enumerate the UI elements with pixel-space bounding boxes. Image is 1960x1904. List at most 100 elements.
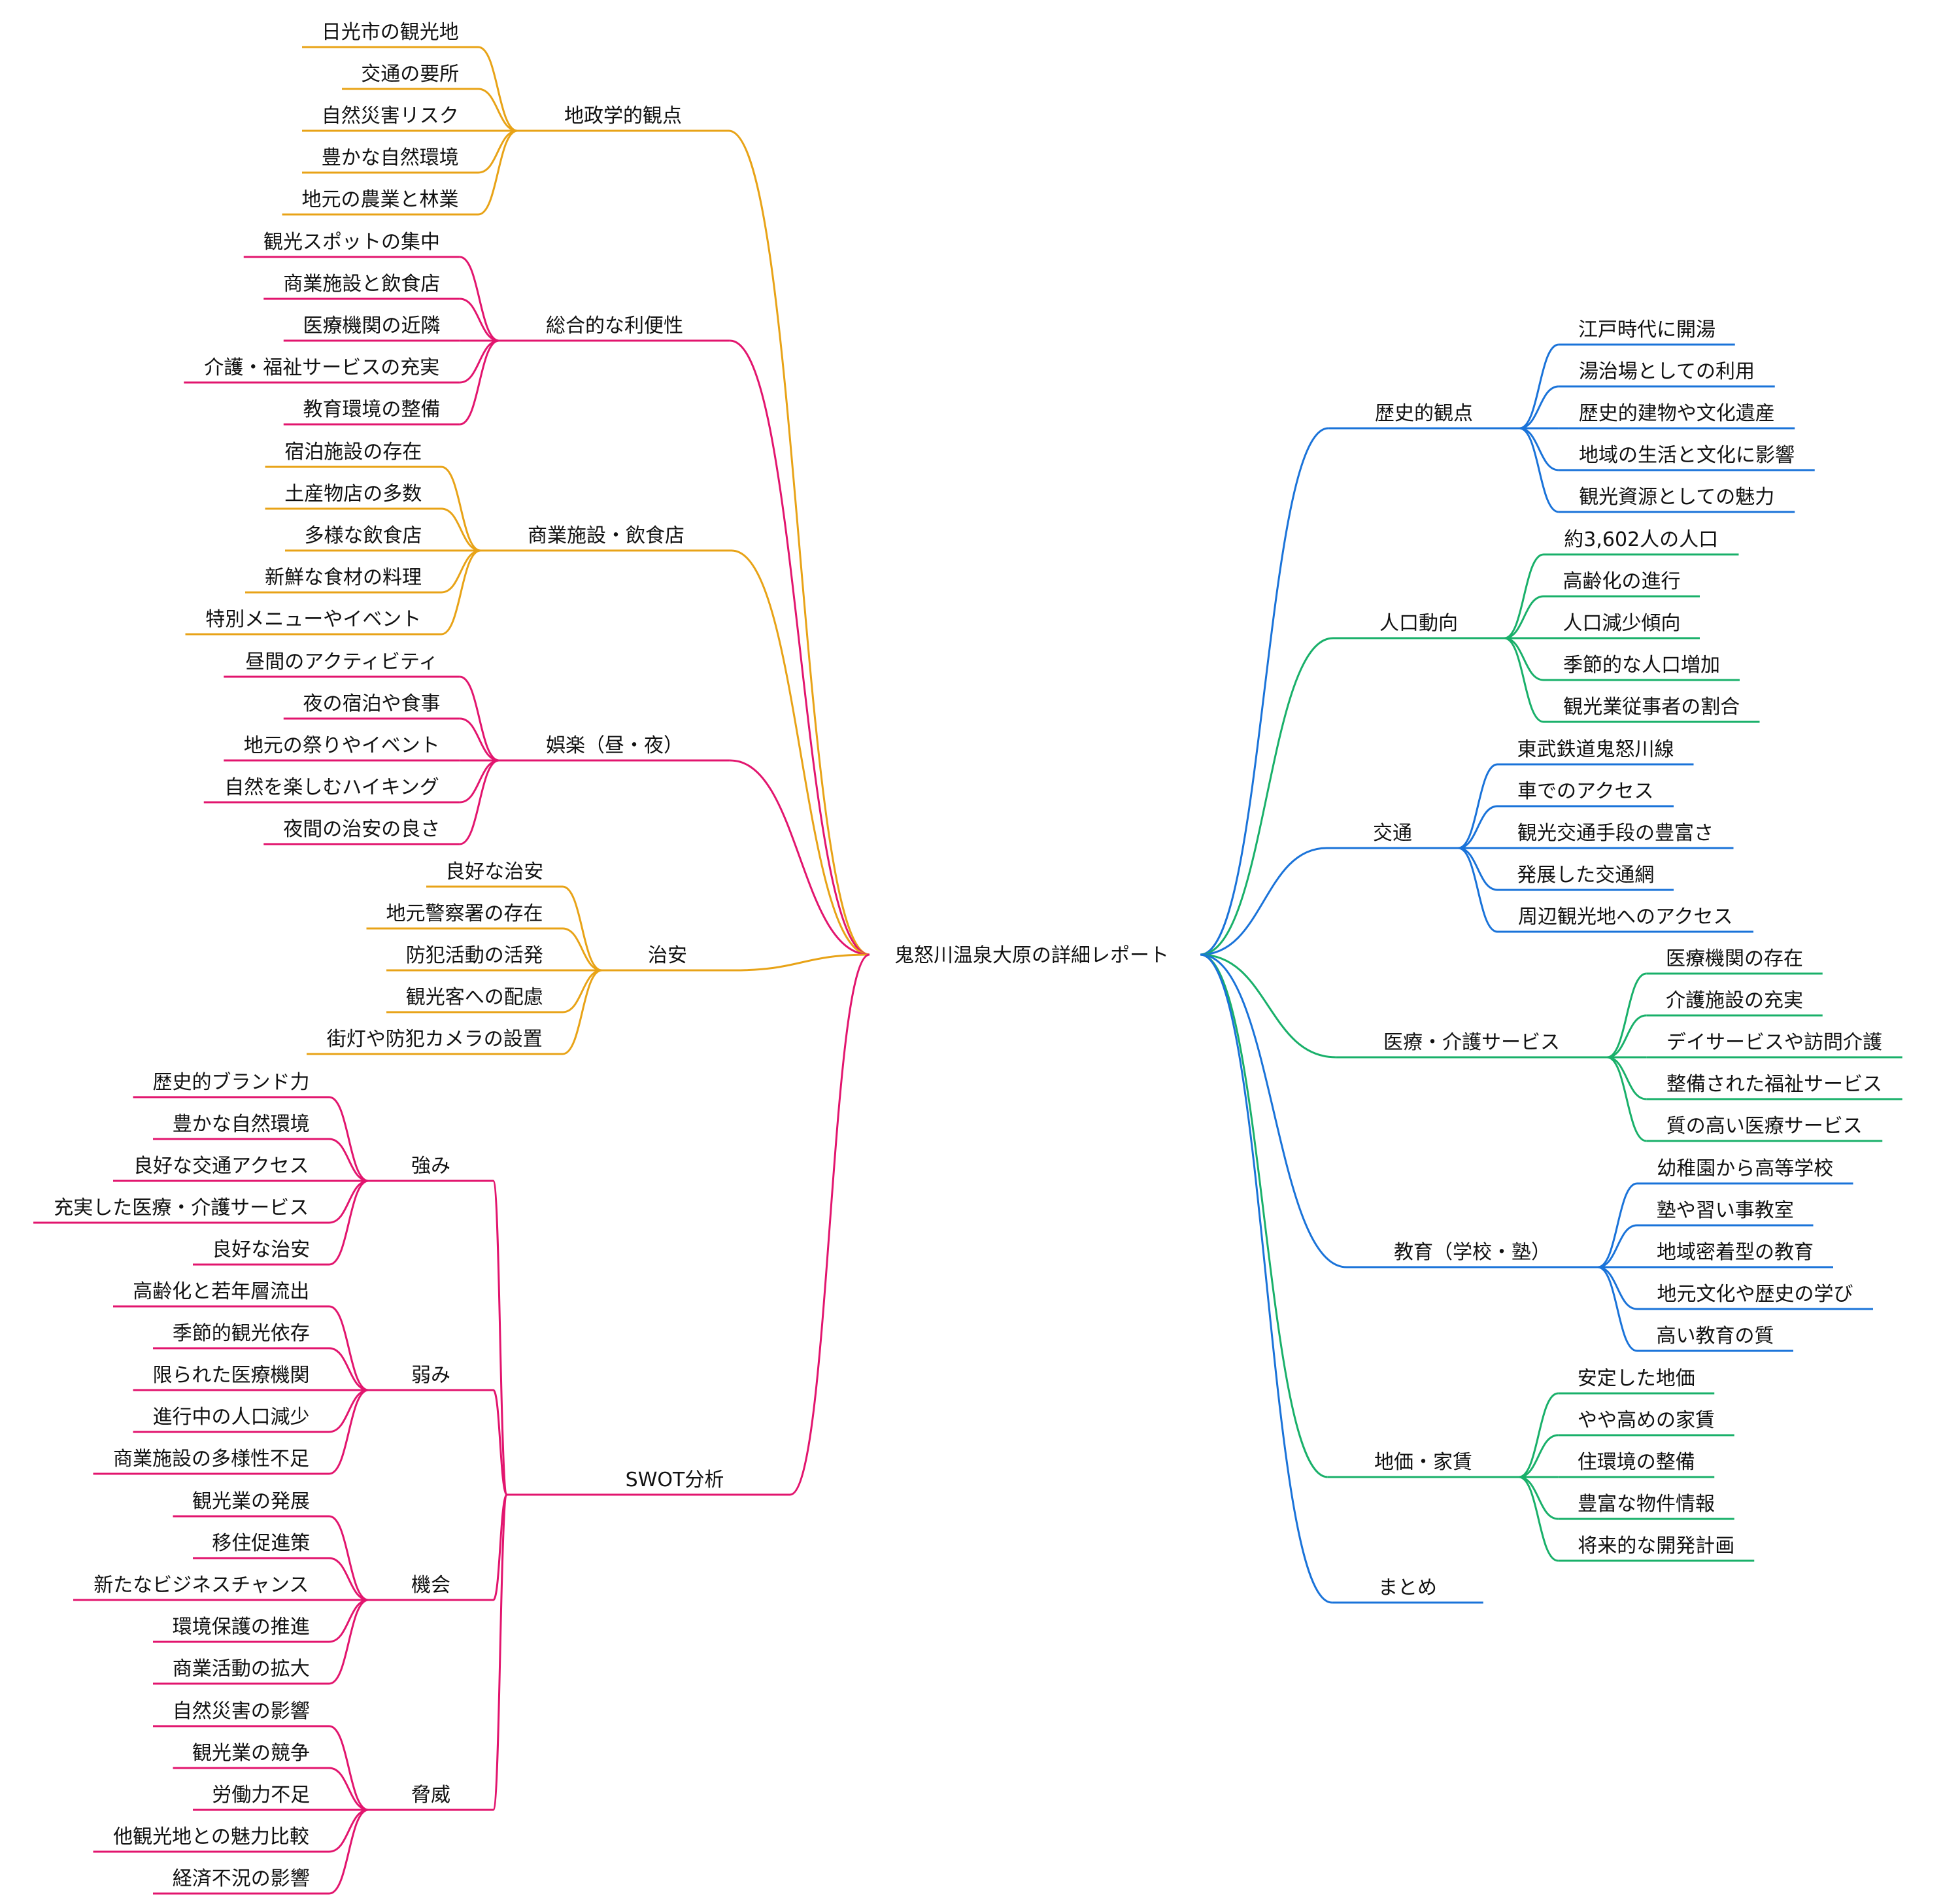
leaf-label: 良好な治安 <box>212 1238 310 1261</box>
leaf-label: 夜間の治安の良さ <box>283 818 440 841</box>
leaf-connector <box>329 1599 369 1643</box>
leaf-connector <box>1519 427 1559 471</box>
leaf-label: 経済不況の影響 <box>173 1867 310 1890</box>
leaf-connector <box>1518 1392 1559 1478</box>
leaf-label: 防犯活動の活発 <box>406 944 543 967</box>
leaf-connector <box>459 675 499 762</box>
leaf-label: 特別メニューやイベント <box>205 608 421 631</box>
leaf-connector <box>1606 1056 1647 1142</box>
leaf-label: 交通の要所 <box>361 63 459 86</box>
leaf-label: 労働力不足 <box>212 1784 310 1807</box>
swot-group-label: 機会 <box>411 1574 450 1597</box>
leaf-connector <box>441 466 481 552</box>
leaf-label: 宿泊施設の存在 <box>284 441 422 464</box>
leaf-label: やや高めの家賃 <box>1578 1409 1715 1432</box>
branch-connector <box>728 129 870 956</box>
leaf-label: 幼稚園から高等学校 <box>1657 1157 1833 1180</box>
leaf-label: 観光業の競争 <box>192 1742 310 1765</box>
topic-label: 娯楽（昼・夜） <box>546 734 683 757</box>
leaf-label: 日光市の観光地 <box>322 21 459 44</box>
leaf-connector <box>329 1515 369 1601</box>
topic-label: 医療・介護サービス <box>1383 1031 1560 1054</box>
leaf-label: 商業活動の拡大 <box>173 1658 310 1680</box>
leaf-connector <box>478 46 518 132</box>
central-topic: 鬼怒川温泉大原の詳細レポート <box>894 944 1169 967</box>
topic-label: 地政学的観点 <box>564 105 682 128</box>
leaf-connector <box>459 339 499 426</box>
leaf-label: 人口減少傾向 <box>1563 612 1681 635</box>
leaf-label: 湯治場としての利用 <box>1579 360 1755 383</box>
leaf-label: 質の高い医療サービス <box>1666 1115 1863 1138</box>
topic-label: 歴史的観点 <box>1375 402 1473 425</box>
leaf-connector <box>1458 847 1498 933</box>
leaf-label: 地元文化や歴史の学び <box>1657 1283 1853 1306</box>
leaf-connector <box>1519 385 1559 430</box>
leaf-label: 多様な飲食店 <box>305 524 422 547</box>
leaf-label: 移住促進策 <box>212 1532 310 1555</box>
leaf-label: 住環境の整備 <box>1578 1451 1695 1474</box>
leaf-connector <box>1504 637 1544 723</box>
leaf-connector <box>1518 1476 1559 1562</box>
group-connector <box>492 1389 508 1496</box>
leaf-connector <box>460 759 499 804</box>
leaf-connector <box>441 507 481 552</box>
leaf-connector <box>459 759 499 845</box>
leaf-label: 約3,602人の人口 <box>1564 528 1718 551</box>
leaf-label: 新たなビジネスチャンス <box>93 1574 309 1597</box>
leaf-label: 車でのアクセス <box>1517 780 1654 803</box>
leaf-label: 季節的観光依存 <box>173 1322 310 1345</box>
branch-connector <box>1200 953 1328 1478</box>
leaf-label: 地域の生活と文化に影響 <box>1579 444 1795 467</box>
leaf-label: 環境保護の推進 <box>173 1616 310 1639</box>
leaf-connector <box>1458 763 1498 849</box>
topic-label: SWOT分析 <box>626 1469 724 1491</box>
topic-label: 教育（学校・塾） <box>1394 1241 1551 1264</box>
leaf-connector <box>478 129 518 174</box>
leaf-label: 限られた医療機関 <box>153 1364 310 1387</box>
leaf-connector <box>1504 637 1544 681</box>
leaf-connector <box>1458 847 1498 891</box>
leaf-connector <box>329 1389 369 1475</box>
leaf-label: 地元警察署の存在 <box>386 902 543 925</box>
leaf-connector <box>1597 1224 1638 1268</box>
leaf-connector <box>329 1809 369 1895</box>
leaf-label: 地域密着型の教育 <box>1657 1241 1814 1264</box>
leaf-label: 高い教育の質 <box>1657 1325 1774 1348</box>
branch-connector <box>1200 953 1332 1604</box>
leaf-label: 季節的な人口増加 <box>1563 654 1720 677</box>
leaf-connector <box>441 549 481 636</box>
leaf-connector <box>1607 1014 1647 1059</box>
branch-connector <box>790 953 870 1496</box>
leaf-connector <box>1519 1434 1559 1478</box>
leaf-connector <box>1607 1056 1647 1100</box>
leaf-label: 教育環境の整備 <box>303 398 441 421</box>
leaf-label: 高齢化の進行 <box>1563 570 1681 593</box>
branch-connector <box>1200 427 1328 956</box>
leaf-connector <box>329 1180 369 1266</box>
leaf-label: 観光業従事者の割合 <box>1563 696 1740 719</box>
leaf-connector <box>329 1809 369 1853</box>
leaf-label: 進行中の人口減少 <box>153 1406 310 1429</box>
topic-label: 総合的な利便性 <box>546 314 683 337</box>
leaf-connector <box>1519 343 1559 430</box>
branch-connector <box>1200 953 1347 1268</box>
leaf-connector <box>329 1347 369 1391</box>
branch-connector <box>733 953 870 972</box>
leaf-label: デイサービスや訪問介護 <box>1666 1031 1882 1054</box>
leaf-connector <box>1597 1182 1638 1268</box>
leaf-connector <box>562 969 602 1055</box>
leaf-connector <box>1504 553 1544 639</box>
topic-label: 商業施設・飲食店 <box>528 524 684 547</box>
leaf-label: 商業施設の多様性不足 <box>113 1448 309 1470</box>
leaf-label: 東武鉄道鬼怒川線 <box>1517 738 1674 761</box>
leaf-connector <box>460 717 499 762</box>
leaf-connector <box>1519 1476 1559 1520</box>
leaf-connector <box>459 256 499 342</box>
leaf-label: 介護・福祉サービスの充実 <box>204 356 439 379</box>
leaf-label: 観光業の発展 <box>192 1490 310 1513</box>
leaf-label: 土産物店の多数 <box>284 483 422 505</box>
topic-label: 交通 <box>1373 822 1412 845</box>
leaf-label: 医療機関の存在 <box>1666 947 1803 970</box>
leaf-label: 豊かな自然環境 <box>322 146 459 169</box>
